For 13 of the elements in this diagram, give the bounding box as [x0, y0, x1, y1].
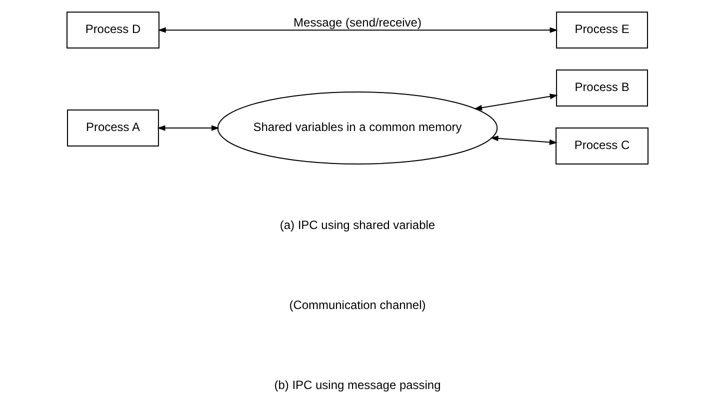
arrow [490, 136, 557, 145]
node-box: Process E [556, 12, 648, 49]
arrow [474, 94, 558, 110]
arrow [157, 27, 558, 33]
node-box: Process A [66, 110, 158, 147]
arrow [156, 125, 219, 131]
node-box: Process C [555, 128, 648, 165]
label: (Communication channel) [288, 298, 426, 312]
node-box: Process D [66, 12, 159, 49]
node-box: Process B [556, 70, 648, 107]
edge-label: Message (send/receive) [293, 16, 421, 30]
label: (a) IPC using shared variable [279, 218, 435, 232]
label: (b) IPC using message passing [274, 378, 440, 392]
